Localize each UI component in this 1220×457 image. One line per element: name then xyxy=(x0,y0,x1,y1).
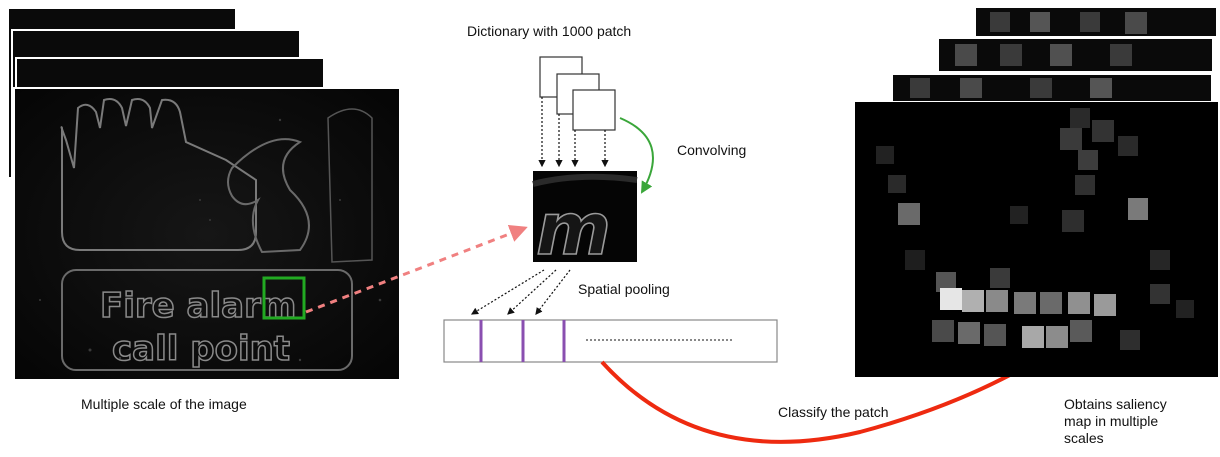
selected-patch-box xyxy=(262,276,306,320)
dictionary-arrows xyxy=(538,97,609,168)
convolved-patch: m xyxy=(532,171,638,272)
spatial-pooling-label: Spatial pooling xyxy=(578,281,670,297)
feature-vector xyxy=(443,319,778,363)
classify-label: Classify the patch xyxy=(778,404,889,420)
convolving-label: Convolving xyxy=(677,142,747,158)
patch-to-convolution-arrow xyxy=(305,224,528,314)
convolved-glyph: m xyxy=(536,187,611,271)
saliency-label: Obtains saliency map in multiple scales xyxy=(1064,396,1204,447)
convolving-arrow xyxy=(619,117,654,194)
sign-text-line1: Fire alarm xyxy=(100,286,296,326)
multiple-scale-label: Multiple scale of the image xyxy=(81,396,247,412)
saliency-label-line3: scales xyxy=(1064,430,1104,446)
sign-text-line2: call point xyxy=(112,329,290,369)
dictionary-patches xyxy=(539,56,616,131)
dictionary-patch-3 xyxy=(572,89,616,131)
saliency-stack xyxy=(891,6,1218,103)
dictionary-label: Dictionary with 1000 patch xyxy=(467,23,632,39)
pooling-arrows xyxy=(470,269,571,315)
saliency-label-line2: map in multiple xyxy=(1064,413,1159,429)
edge-image-main: Fire alarm call point xyxy=(13,87,401,381)
saliency-layer-2 xyxy=(937,37,1214,73)
saliency-label-line1: Obtains saliency xyxy=(1064,396,1167,412)
saliency-map-main xyxy=(855,102,1218,377)
